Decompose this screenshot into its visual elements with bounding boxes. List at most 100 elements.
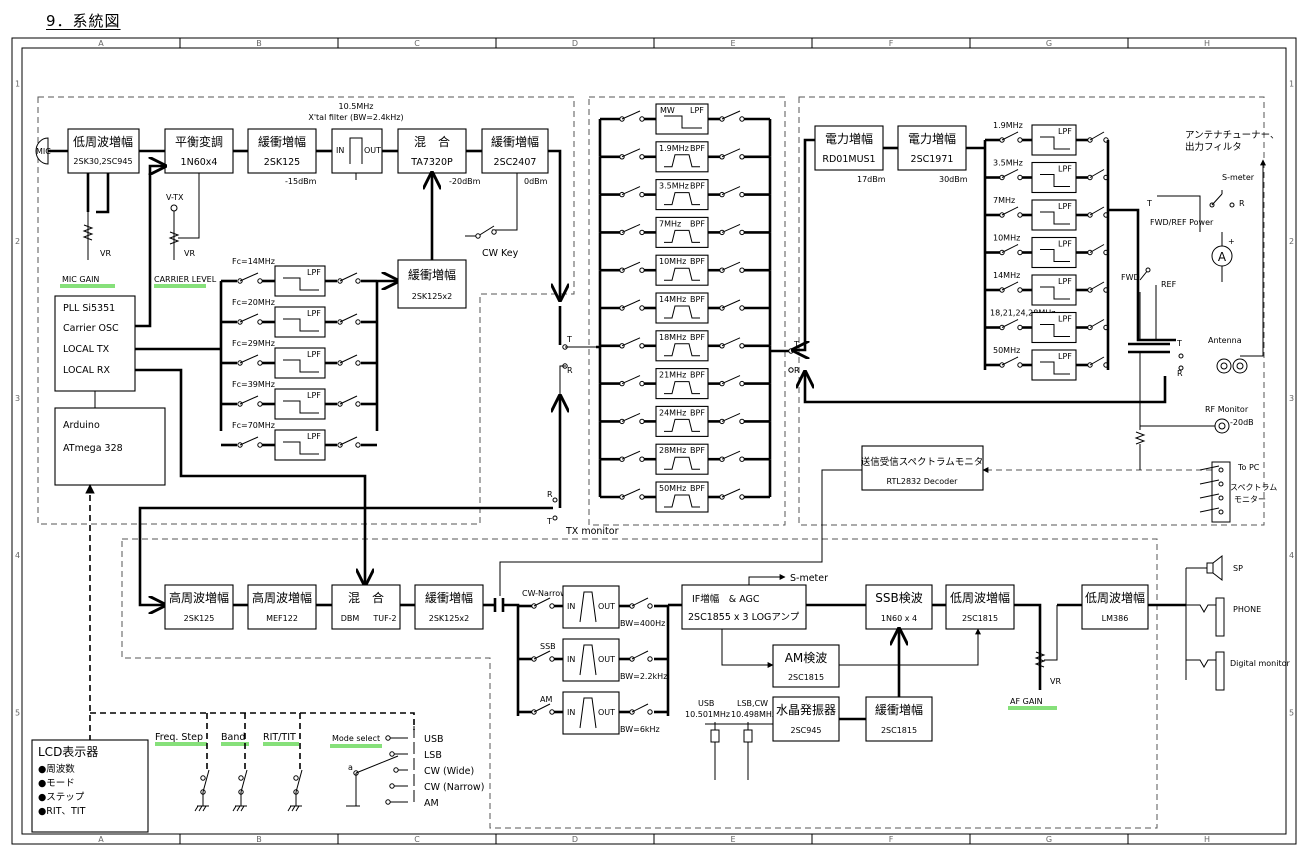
xtal-osc-box: [772, 696, 840, 742]
rx-filter-in: IN: [567, 602, 575, 611]
ammeter-symbol: A: [1218, 250, 1227, 264]
am-det-title: AM検波: [785, 651, 828, 665]
t-label-pwr: T: [1146, 199, 1152, 208]
out-lpf-band-label: 50MHz: [993, 346, 1020, 355]
mic-gain-label: MIC GAIN: [62, 275, 99, 284]
rf-monitor-level: -20dB: [1230, 418, 1254, 427]
xtal-osc-title: 水晶発振器: [776, 703, 836, 717]
lpf-label: LPF: [1058, 240, 1072, 249]
rx-af2-box: [1081, 584, 1149, 630]
xtal-filter-in: IN: [336, 146, 344, 155]
lo-filter-fc: Fc=39MHz: [232, 380, 275, 389]
grid-col-bottom: E: [730, 835, 735, 844]
bpf-type-label: BPF: [690, 182, 705, 191]
balanced-mod-box: [164, 128, 234, 174]
grid-row-right: 2: [1289, 237, 1294, 246]
lo-filter-fc: Fc=29MHz: [232, 339, 275, 348]
rx-rf1-title: 高周波増幅: [169, 590, 229, 605]
tx-buffer2-box: [481, 128, 549, 174]
fwd-label: FWD: [1121, 273, 1140, 282]
pa-amp1-box: [814, 125, 884, 171]
mode-option: CW (Narrow): [424, 782, 484, 793]
rx-sw-t-label: T: [546, 517, 552, 526]
lcd-box: [31, 739, 149, 833]
lo-buffer-part: 2SK125x2: [412, 292, 453, 301]
tx-mixer-part: TA7320P: [410, 157, 453, 168]
bpf-band-label: 1.9MHz: [659, 144, 689, 153]
rx-filter-name: CW-Narrow: [522, 589, 567, 598]
lcd-item: ●モード: [38, 778, 75, 789]
xtal-osc-part: 2SC945: [790, 726, 821, 735]
pll-box: [54, 295, 136, 392]
ant-sw-r-label: R: [1177, 369, 1183, 378]
rx-rf2-box: [247, 584, 317, 630]
tx-buffer1-level: -15dBm: [285, 177, 317, 186]
grid-row-left: 5: [15, 708, 20, 717]
lpf-label: LPF: [1058, 277, 1072, 286]
lpf-label: LPF: [307, 268, 321, 277]
bpf-type-label: BPF: [690, 371, 705, 380]
tx-buffer2-level: 0dBm: [524, 177, 548, 186]
smeter-label: S-meter: [1222, 173, 1255, 182]
lcd-item: ●RIT、TIT: [38, 806, 86, 817]
bpf-type-label: BPF: [690, 446, 705, 455]
lpf-label: LPF: [1058, 127, 1072, 136]
tx-sw-r-label: R: [567, 366, 573, 375]
pa-amp1-part: RD01MUS1: [822, 154, 875, 165]
control-label-highlight: [221, 742, 249, 746]
bpf-type-label: BPF: [690, 333, 705, 342]
spectrum-label1: スペクトラム: [1230, 483, 1277, 492]
xtal-filter-desc: X'tal filter (BW=2.4kHz): [308, 113, 403, 122]
rx-filter-bw: BW=6kHz: [620, 725, 660, 734]
r-label-pwr: R: [1239, 199, 1245, 208]
grid-col-bottom: D: [572, 835, 578, 844]
bpf-type-label: BPF: [690, 484, 705, 493]
grid-col-bottom: H: [1204, 835, 1210, 844]
control-label-highlight: [263, 742, 299, 746]
control-switch-label: RIT/TIT: [263, 732, 296, 743]
lo-buffer-title: 緩衝増幅: [408, 267, 456, 282]
bpf-type-label: BPF: [690, 295, 705, 304]
balanced-mod-part: 1N60x4: [181, 157, 218, 168]
if-amp-title: IF増幅 & AGC: [692, 593, 760, 605]
rx-filter-bw: BW=2.2kHz: [620, 672, 667, 681]
bpf-band-label: 10MHz: [659, 257, 686, 266]
lcd-item: ●周波数: [38, 763, 75, 775]
bpf-type-label: BPF: [690, 219, 705, 228]
out-lpf-band-label: 7MHz: [993, 196, 1015, 205]
tx-af-amp-title: 低周波増幅: [73, 134, 133, 149]
pll-line4: LOCAL RX: [63, 365, 110, 376]
digital-monitor-jack-icon: [1215, 651, 1225, 691]
rx-af1-box: [945, 584, 1015, 630]
carrier-level-highlight: [154, 284, 206, 288]
mic-vr-label: VR: [100, 249, 111, 258]
pa-amp2-box: [897, 125, 967, 171]
af-gain-highlight: [1008, 706, 1057, 710]
pa-sw-r-label: R: [794, 366, 800, 375]
xtal-filter-freq: 10.5MHz: [339, 102, 374, 111]
lo-filter-fc: Fc=70MHz: [232, 421, 275, 430]
pa-sw-t-label: T: [793, 340, 799, 349]
ant-sw-t-label: T: [1176, 339, 1182, 348]
bpf-band-label: 7MHz: [659, 219, 681, 228]
bpf-section-frame: [588, 96, 786, 526]
rx-filter-out: OUT: [598, 602, 615, 611]
phone-jack-icon: [1215, 597, 1225, 637]
spectrum-monitor-part: RTL2832 Decoder: [887, 477, 959, 486]
rx-filter-bw: BW=400Hz: [620, 619, 665, 628]
usb-crystal-icon: [710, 729, 720, 743]
grid-row-right: 1: [1289, 80, 1294, 89]
rx-af2-title: 低周波増幅: [1085, 590, 1145, 605]
grid-col-top: F: [889, 39, 894, 48]
pll-line3: LOCAL TX: [63, 344, 110, 355]
lsb-xtal-name: LSB,CW: [737, 699, 768, 708]
out-lpf-band-label: 18,21,24,28MHz: [990, 309, 1055, 318]
grid-row-right: 3: [1289, 394, 1294, 403]
control-switch-label: Freq. Step: [155, 732, 203, 743]
sp-label: SP: [1233, 564, 1243, 573]
bpf-type-label: BPF: [690, 257, 705, 266]
lpf-label: LPF: [307, 391, 321, 400]
